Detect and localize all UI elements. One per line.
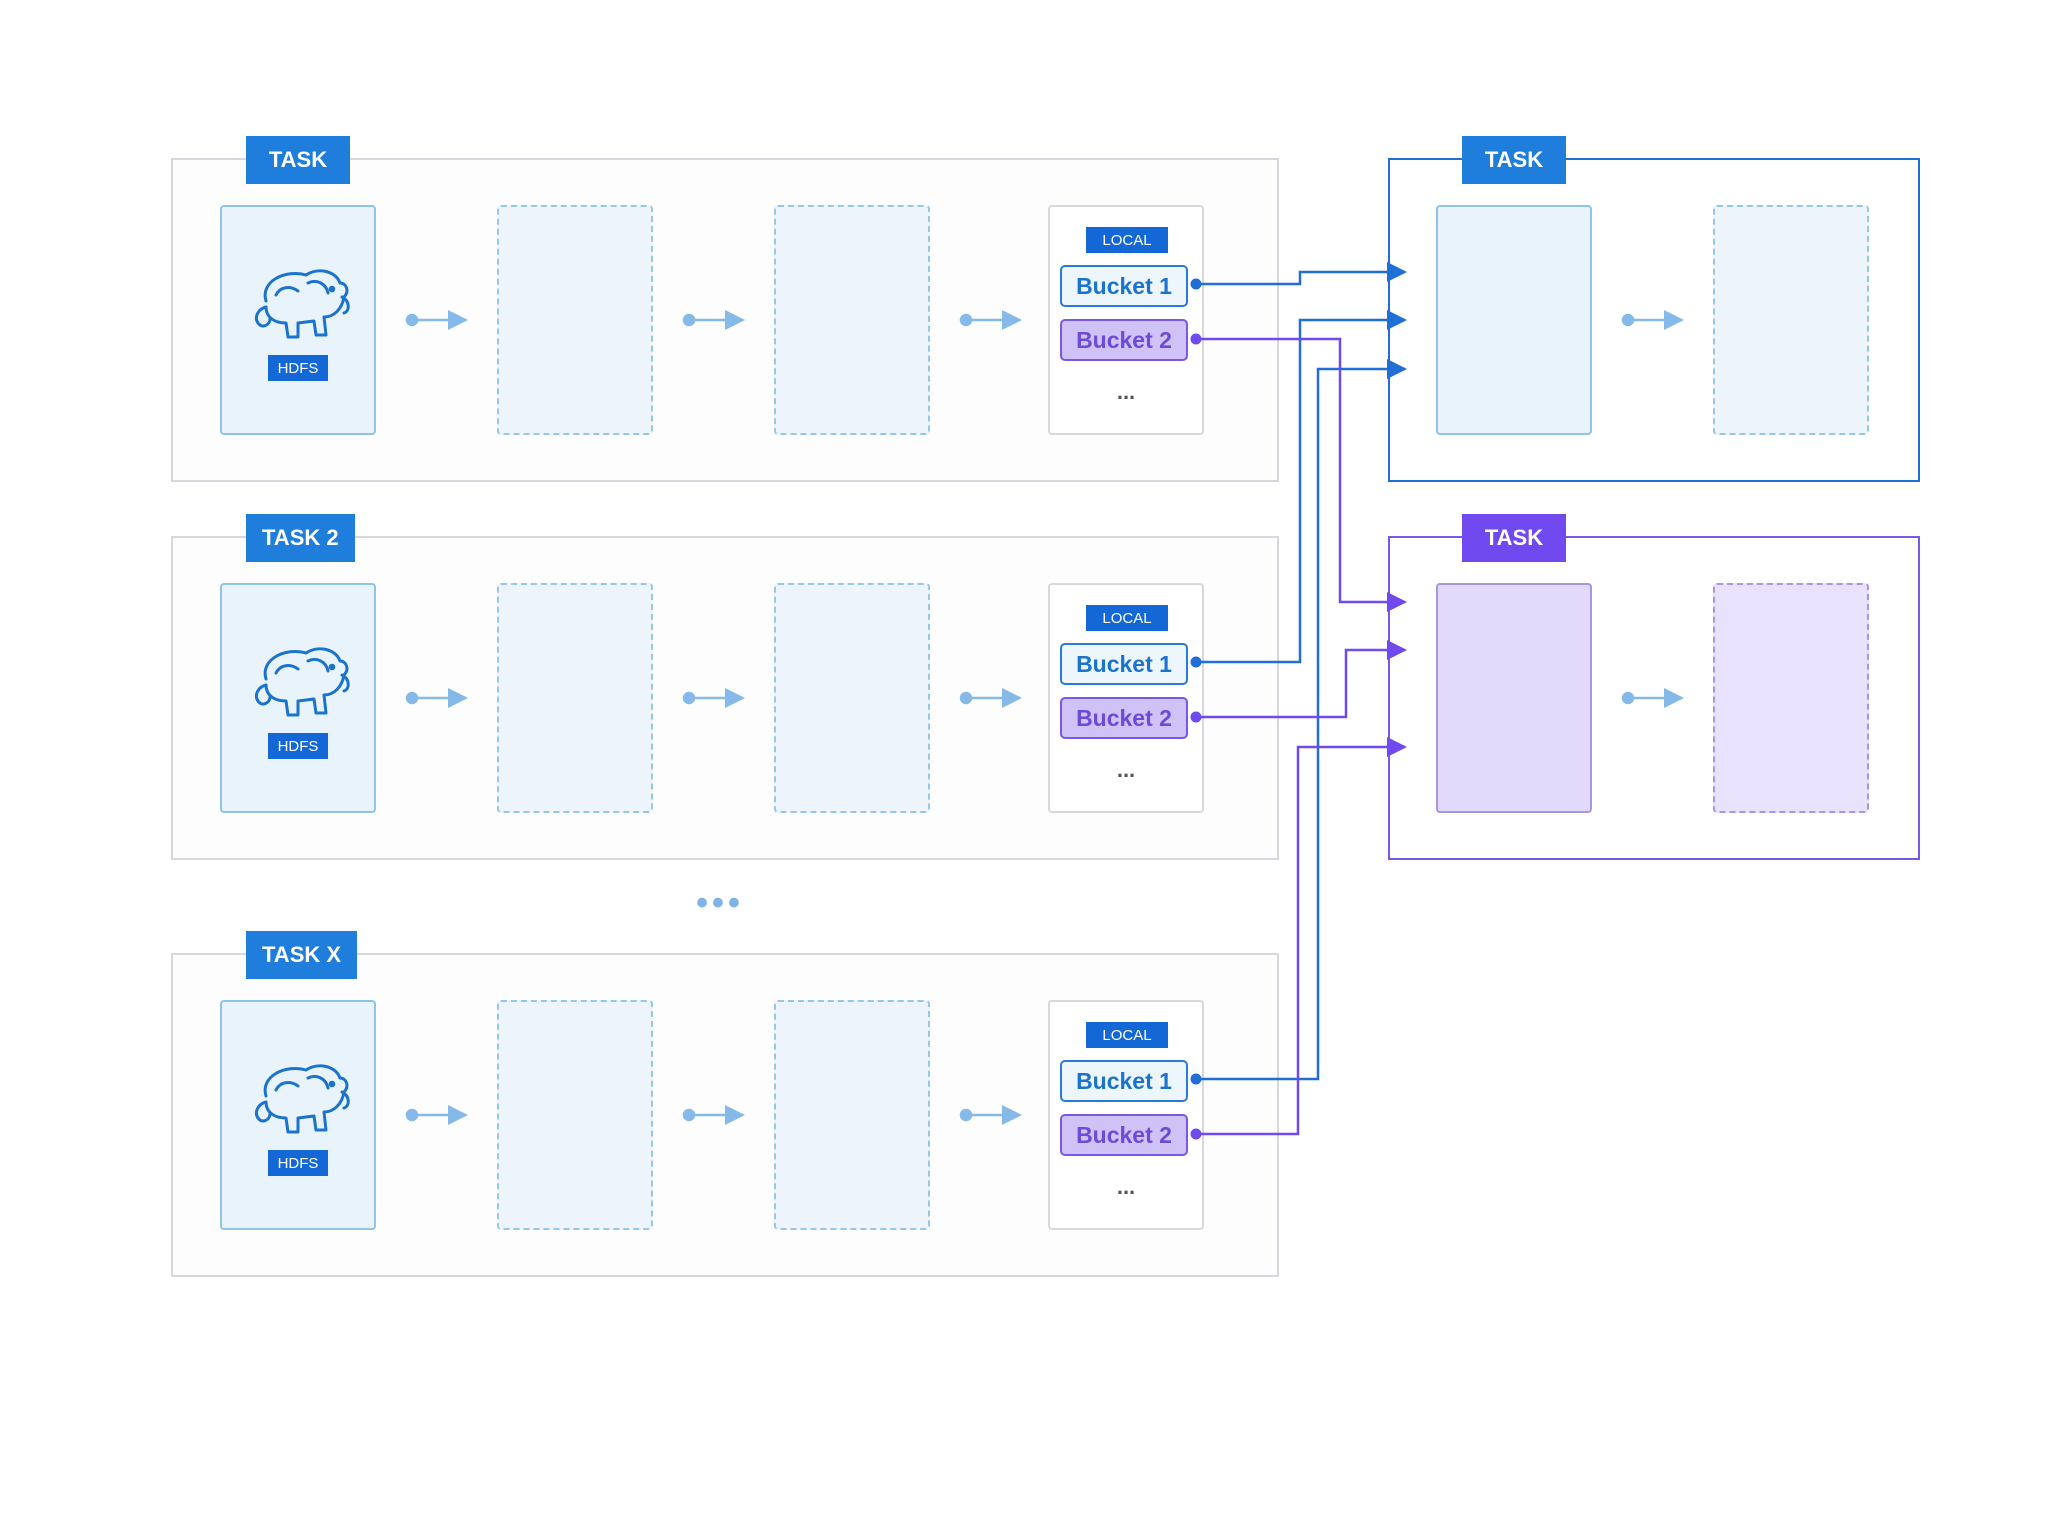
stage-box-2a <box>497 583 653 813</box>
target-task-label-purple: TASK <box>1462 514 1566 562</box>
task-label-1: TASK <box>246 136 350 184</box>
stage-box-1b <box>774 205 930 435</box>
hdfs-box-1: HDFS <box>220 205 376 435</box>
hdfs-badge-x: HDFS <box>268 1150 328 1176</box>
target-blue-box-a <box>1436 205 1592 435</box>
local-badge-x: LOCAL <box>1086 1022 1168 1048</box>
local-box-x: LOCAL Bucket 1 Bucket 2 ... <box>1048 1000 1204 1230</box>
task-label-2: TASK 2 <box>246 514 355 562</box>
hdfs-box-x: HDFS <box>220 1000 376 1230</box>
bucket-2-task-1: Bucket 2 <box>1060 319 1188 361</box>
target-task-label-blue: TASK <box>1462 136 1566 184</box>
pipeline-arrows <box>405 310 1684 1125</box>
target-purple-box-b <box>1713 583 1869 813</box>
bucket-1-task-1: Bucket 1 <box>1060 265 1188 307</box>
hadoop-elephant-icon <box>254 1064 350 1134</box>
hdfs-badge-1: HDFS <box>268 355 328 381</box>
hadoop-elephant-icon <box>254 269 350 339</box>
more-buckets-2: ... <box>1116 757 1136 782</box>
stage-box-2b <box>774 583 930 813</box>
bucket-2-task-2: Bucket 2 <box>1060 697 1188 739</box>
more-buckets-1: ... <box>1116 379 1136 404</box>
bucket-1-connectors <box>1196 262 1407 1081</box>
target-blue-box-b <box>1713 205 1869 435</box>
stage-box-xb <box>774 1000 930 1230</box>
local-box-1: LOCAL Bucket 1 Bucket 2 ... <box>1048 205 1204 435</box>
bucket-2-task-x: Bucket 2 <box>1060 1114 1188 1156</box>
target-purple-box-a <box>1436 583 1592 813</box>
local-box-2: LOCAL Bucket 1 Bucket 2 ... <box>1048 583 1204 813</box>
local-badge-1: LOCAL <box>1086 227 1168 253</box>
task-label-x: TASK X <box>246 931 358 979</box>
hdfs-badge-2: HDFS <box>268 733 328 759</box>
local-badge-2: LOCAL <box>1086 605 1168 631</box>
bucket-2-connectors <box>1196 337 1407 1136</box>
hdfs-box-2: HDFS <box>220 583 376 813</box>
bucket-1-task-x: Bucket 1 <box>1060 1060 1188 1102</box>
stage-box-xa <box>497 1000 653 1230</box>
more-buckets-x: ... <box>1116 1174 1136 1199</box>
stage-box-1a <box>497 205 653 435</box>
hadoop-elephant-icon <box>254 647 350 717</box>
bucket-1-task-2: Bucket 1 <box>1060 643 1188 685</box>
more-tasks-dots: ••• <box>696 884 744 922</box>
